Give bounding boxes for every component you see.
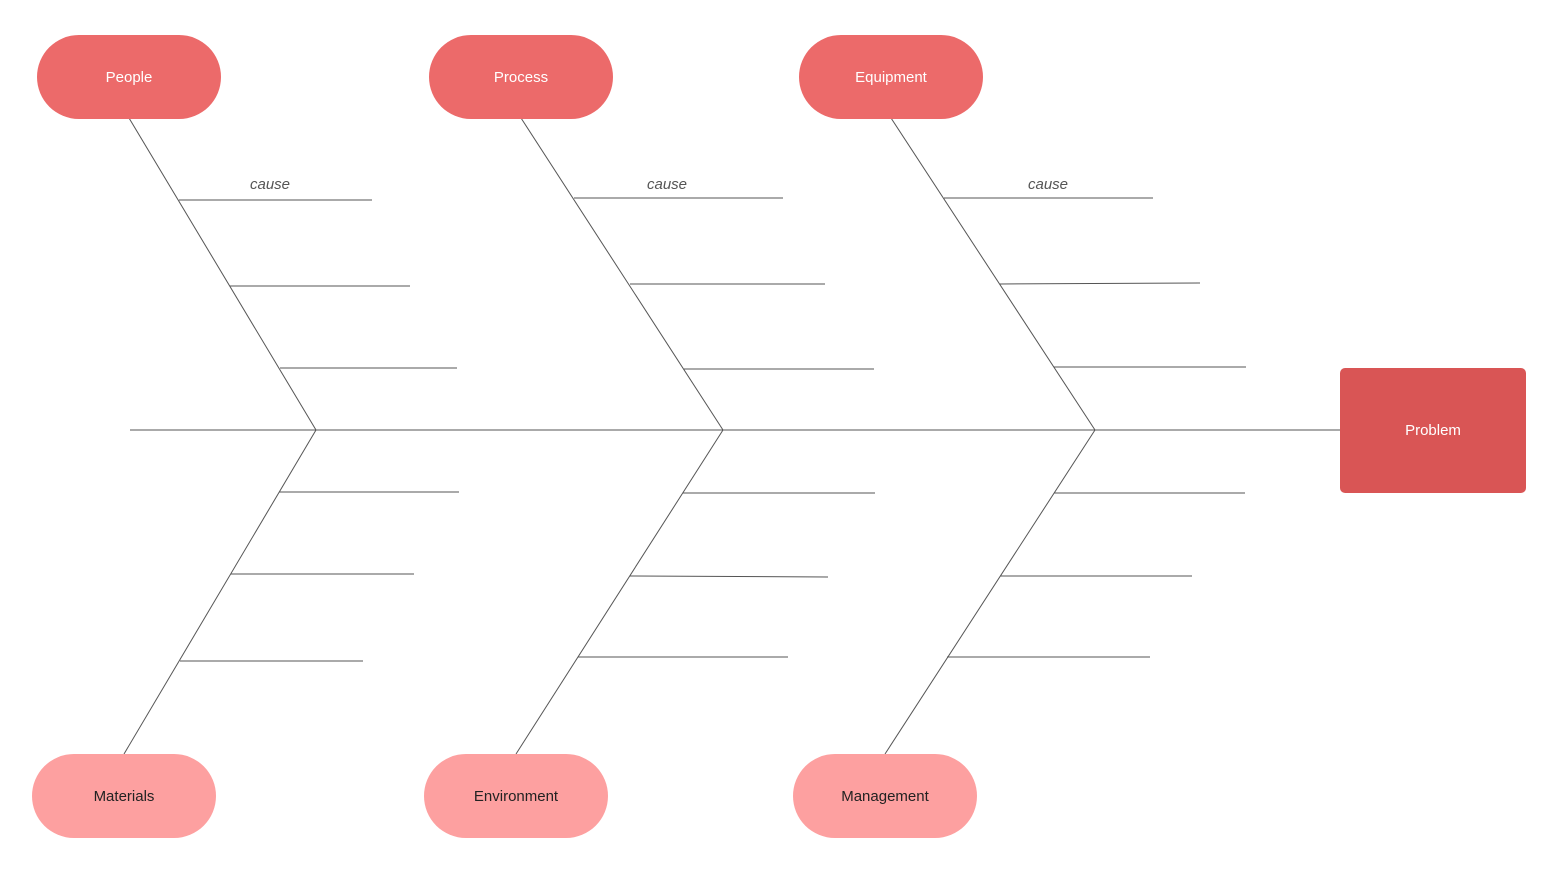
cause-label-process: cause bbox=[647, 176, 688, 193]
bone-materials bbox=[123, 429, 317, 755]
category-process[interactable]: Process bbox=[429, 35, 613, 119]
category-label: Management bbox=[841, 787, 929, 805]
category-label: Environment bbox=[473, 787, 559, 805]
cause-line bbox=[629, 575, 829, 578]
category-materials[interactable]: Materials bbox=[32, 754, 216, 838]
category-environment[interactable]: Environment bbox=[424, 754, 608, 838]
category-label: Process bbox=[493, 68, 549, 86]
cause-line bbox=[999, 282, 1201, 285]
bone-people bbox=[128, 117, 317, 431]
cause-label-equipment: cause bbox=[1028, 176, 1069, 193]
cause-label-people: cause bbox=[250, 176, 291, 193]
category-label: People bbox=[105, 68, 153, 86]
bone-equipment bbox=[890, 117, 1096, 431]
category-label: Materials bbox=[93, 787, 155, 805]
problem-box[interactable]: Problem bbox=[1340, 368, 1526, 493]
category-management[interactable]: Management bbox=[793, 754, 977, 838]
bone-environment bbox=[515, 429, 724, 755]
bone-process bbox=[520, 117, 724, 431]
category-people[interactable]: People bbox=[37, 35, 221, 119]
problem-label: Problem bbox=[1405, 422, 1461, 439]
category-equipment[interactable]: Equipment bbox=[799, 35, 983, 119]
category-label: Equipment bbox=[855, 68, 927, 86]
bone-management bbox=[884, 429, 1096, 755]
